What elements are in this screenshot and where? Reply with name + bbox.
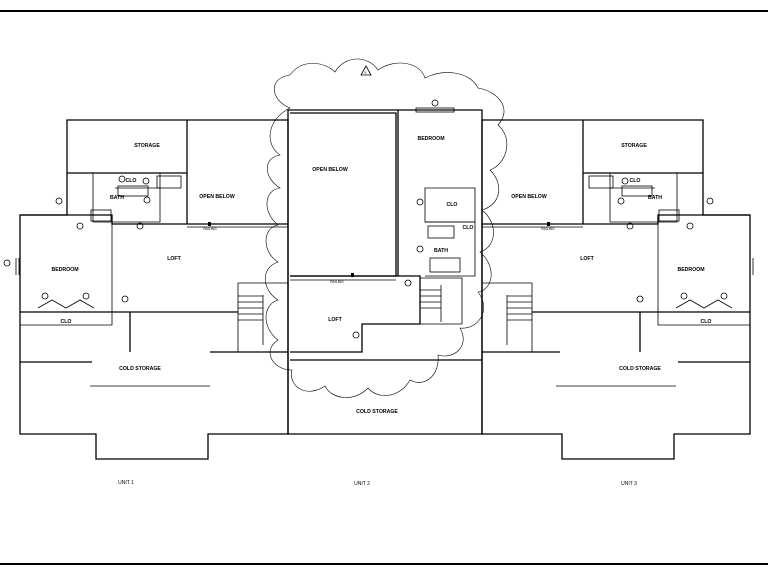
- unit1-loft-label: LOFT: [167, 256, 181, 262]
- unit2-clo2-label: CLO: [463, 225, 474, 231]
- unit-1-label: UNIT 1: [118, 480, 134, 486]
- unit3-railing-label: RAILING: [541, 227, 555, 231]
- unit2-clo-label: CLO: [447, 202, 458, 208]
- unit-3-plan: [481, 119, 754, 460]
- unit3-open-below-label: OPEN BELOW: [511, 194, 547, 200]
- revision-cloud: [264, 58, 508, 398]
- revision-triangle: [360, 65, 372, 76]
- unit3-clo2-label: CLO: [701, 319, 712, 325]
- unit1-clo2-label: CLO: [61, 319, 72, 325]
- unit2-open-below-label: OPEN BELOW: [312, 167, 348, 173]
- unit3-cold-storage-label: COLD STORAGE: [619, 366, 661, 372]
- unit2-loft-label: LOFT: [328, 317, 342, 323]
- unit3-bath-label: BATH: [648, 195, 662, 201]
- unit1-storage-label: STORAGE: [134, 143, 160, 149]
- unit2-bath-label: BATH: [434, 248, 448, 254]
- unit-2-plan: [287, 107, 483, 435]
- unit2-bedroom-label: BEDROOM: [417, 136, 444, 142]
- unit3-bedroom-label: BEDROOM: [677, 267, 704, 273]
- unit1-bedroom-label: BEDROOM: [51, 267, 78, 273]
- unit1-bath-label: BATH: [110, 195, 124, 201]
- unit-2-label: UNIT 2: [354, 481, 370, 487]
- unit1-railing-label: RAILING: [203, 227, 217, 231]
- unit3-loft-label: LOFT: [580, 256, 594, 262]
- unit1-open-below-label: OPEN BELOW: [199, 194, 235, 200]
- door-tags: [3, 99, 728, 339]
- unit3-storage-label: STORAGE: [621, 143, 647, 149]
- unit1-cold-storage-label: COLD STORAGE: [119, 366, 161, 372]
- unit-3-label: UNIT 3: [621, 481, 637, 487]
- svg-text:5: 5: [365, 71, 367, 75]
- unit-1-plan: [15, 119, 289, 460]
- unit2-railing-label: RAILING: [330, 280, 344, 284]
- unit1-clo-label: CLO: [126, 178, 137, 184]
- unit3-clo-label: CLO: [630, 178, 641, 184]
- unit2-cold-storage-label: COLD STORAGE: [356, 409, 398, 415]
